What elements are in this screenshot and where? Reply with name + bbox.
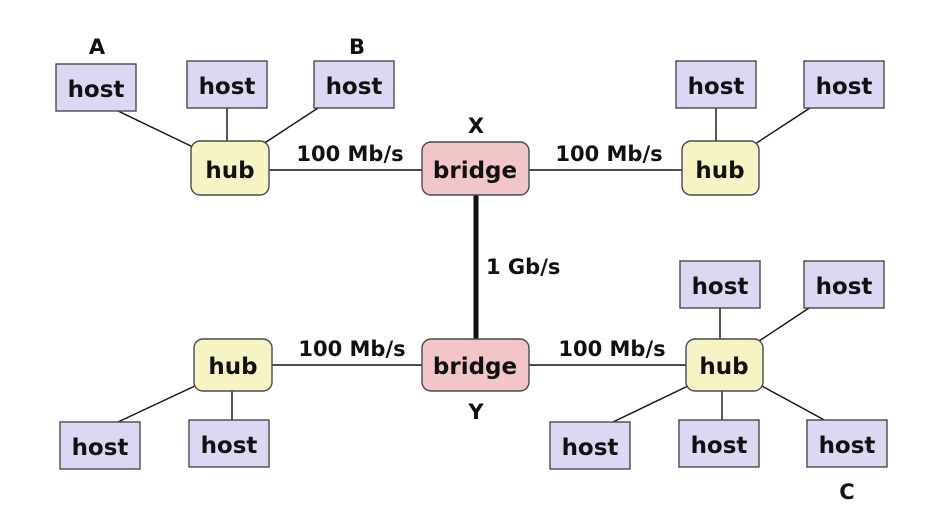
host-8: host [679, 260, 761, 309]
host-label: host [819, 433, 876, 459]
host-11: host [678, 419, 760, 468]
host-label: host [692, 274, 749, 300]
hub-label: hub [695, 158, 744, 184]
link-label-y-right: 100 Mb/s [558, 337, 665, 361]
host-B: host [313, 60, 395, 109]
host-label: host [326, 74, 383, 100]
link-host5-hub2 [751, 107, 811, 147]
link-label-y-left: 100 Mb/s [298, 337, 405, 361]
host-label: host [562, 435, 619, 461]
marker-a: A [89, 35, 106, 59]
marker-y: Y [467, 400, 484, 424]
link-label-backbone: 1 Gb/s [486, 255, 560, 279]
hub-top-left: hub [190, 140, 270, 196]
host-label: host [68, 77, 125, 103]
host-9: host [803, 260, 885, 309]
hub-top-right: hub [681, 140, 760, 196]
link-hub4-host10 [612, 384, 691, 423]
host-label: host [72, 435, 129, 461]
hub-label: hub [699, 354, 748, 380]
host-label: host [688, 74, 745, 100]
marker-x: X [468, 114, 484, 138]
bridge-label: bridge [433, 354, 517, 380]
host-5: host [803, 60, 885, 109]
host-label: host [816, 274, 873, 300]
hub-label: hub [208, 354, 257, 380]
host-label: host [691, 433, 748, 459]
link-hostB-hub1 [259, 107, 319, 147]
host-10: host [549, 421, 631, 470]
host-A: host [55, 63, 137, 112]
host-label: host [201, 433, 258, 459]
link-host9-hub4 [755, 305, 813, 344]
host-6: host [59, 421, 141, 470]
host-4: host [675, 60, 757, 109]
bridge-X: bridge [421, 141, 530, 196]
marker-c: C [839, 480, 854, 504]
bridge-Y: bridge [421, 338, 530, 392]
link-label-x-right: 100 Mb/s [555, 142, 662, 166]
hub-bottom-left: hub [193, 338, 273, 392]
host-C: host [806, 419, 888, 468]
link-hub4-hostC [759, 384, 829, 423]
link-label-x-left: 100 Mb/s [296, 142, 403, 166]
bridge-label: bridge [433, 158, 517, 184]
host-2: host [186, 60, 268, 109]
link-hub3-host6 [117, 384, 198, 423]
hub-label: hub [205, 158, 254, 184]
hub-bottom-right: hub [685, 338, 764, 392]
link-hostA-hub1 [117, 110, 196, 149]
host-7: host [188, 419, 270, 468]
links [117, 107, 829, 423]
host-label: host [199, 74, 256, 100]
host-label: host [816, 74, 873, 100]
marker-b: B [349, 35, 365, 59]
